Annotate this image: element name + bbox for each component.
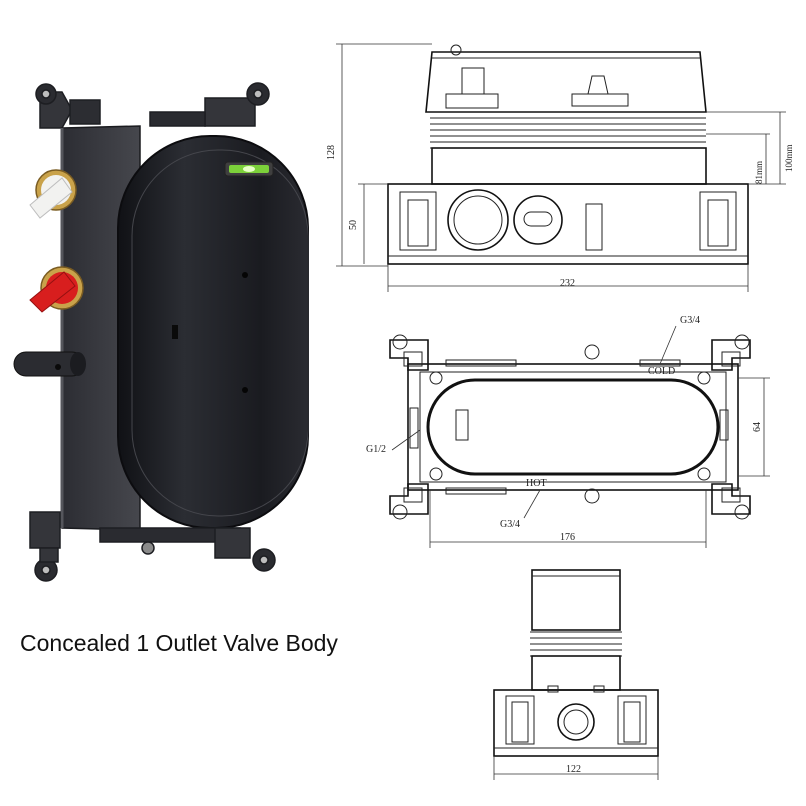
g34-top-label: G3/4 [680, 315, 700, 326]
side-elevation-view: 122 [493, 569, 659, 780]
dim-height-label: 128 [326, 145, 337, 160]
dim-depth-label: 64 [752, 422, 763, 432]
dim-lower-label: 50 [348, 220, 359, 230]
outlet-plug [13, 351, 86, 377]
dim-right-outer-label: 100mm [784, 144, 794, 172]
dim-length-label: 176 [560, 532, 575, 543]
red-handle-icon [29, 266, 84, 313]
corner-lugs [389, 334, 751, 520]
ribbed-band [430, 117, 706, 149]
mounting-frame-bottom [29, 511, 276, 582]
mounting-frame-top [35, 82, 270, 129]
side-ribs [530, 631, 622, 657]
cold-label: COLD [648, 366, 675, 377]
white-handle-icon [29, 169, 77, 219]
dim-right-inner-label: 81mm [754, 161, 764, 184]
g34-bottom-label: G3/4 [500, 519, 520, 530]
dim-side-width-label: 122 [566, 764, 581, 775]
hot-label: HOT [526, 478, 547, 489]
g12-label: G1/2 [366, 444, 386, 455]
front-elevation-view: 128 50 232 100mm 81mm [326, 43, 794, 292]
dim-width-label: 232 [560, 278, 575, 289]
product-caption: Concealed 1 Outlet Valve Body [20, 630, 338, 656]
spirit-level-icon [224, 161, 274, 177]
capsule-outline [426, 378, 720, 476]
plan-view: G3/4 COLD HOT G1/2 G3/4 64 176 [366, 315, 770, 548]
